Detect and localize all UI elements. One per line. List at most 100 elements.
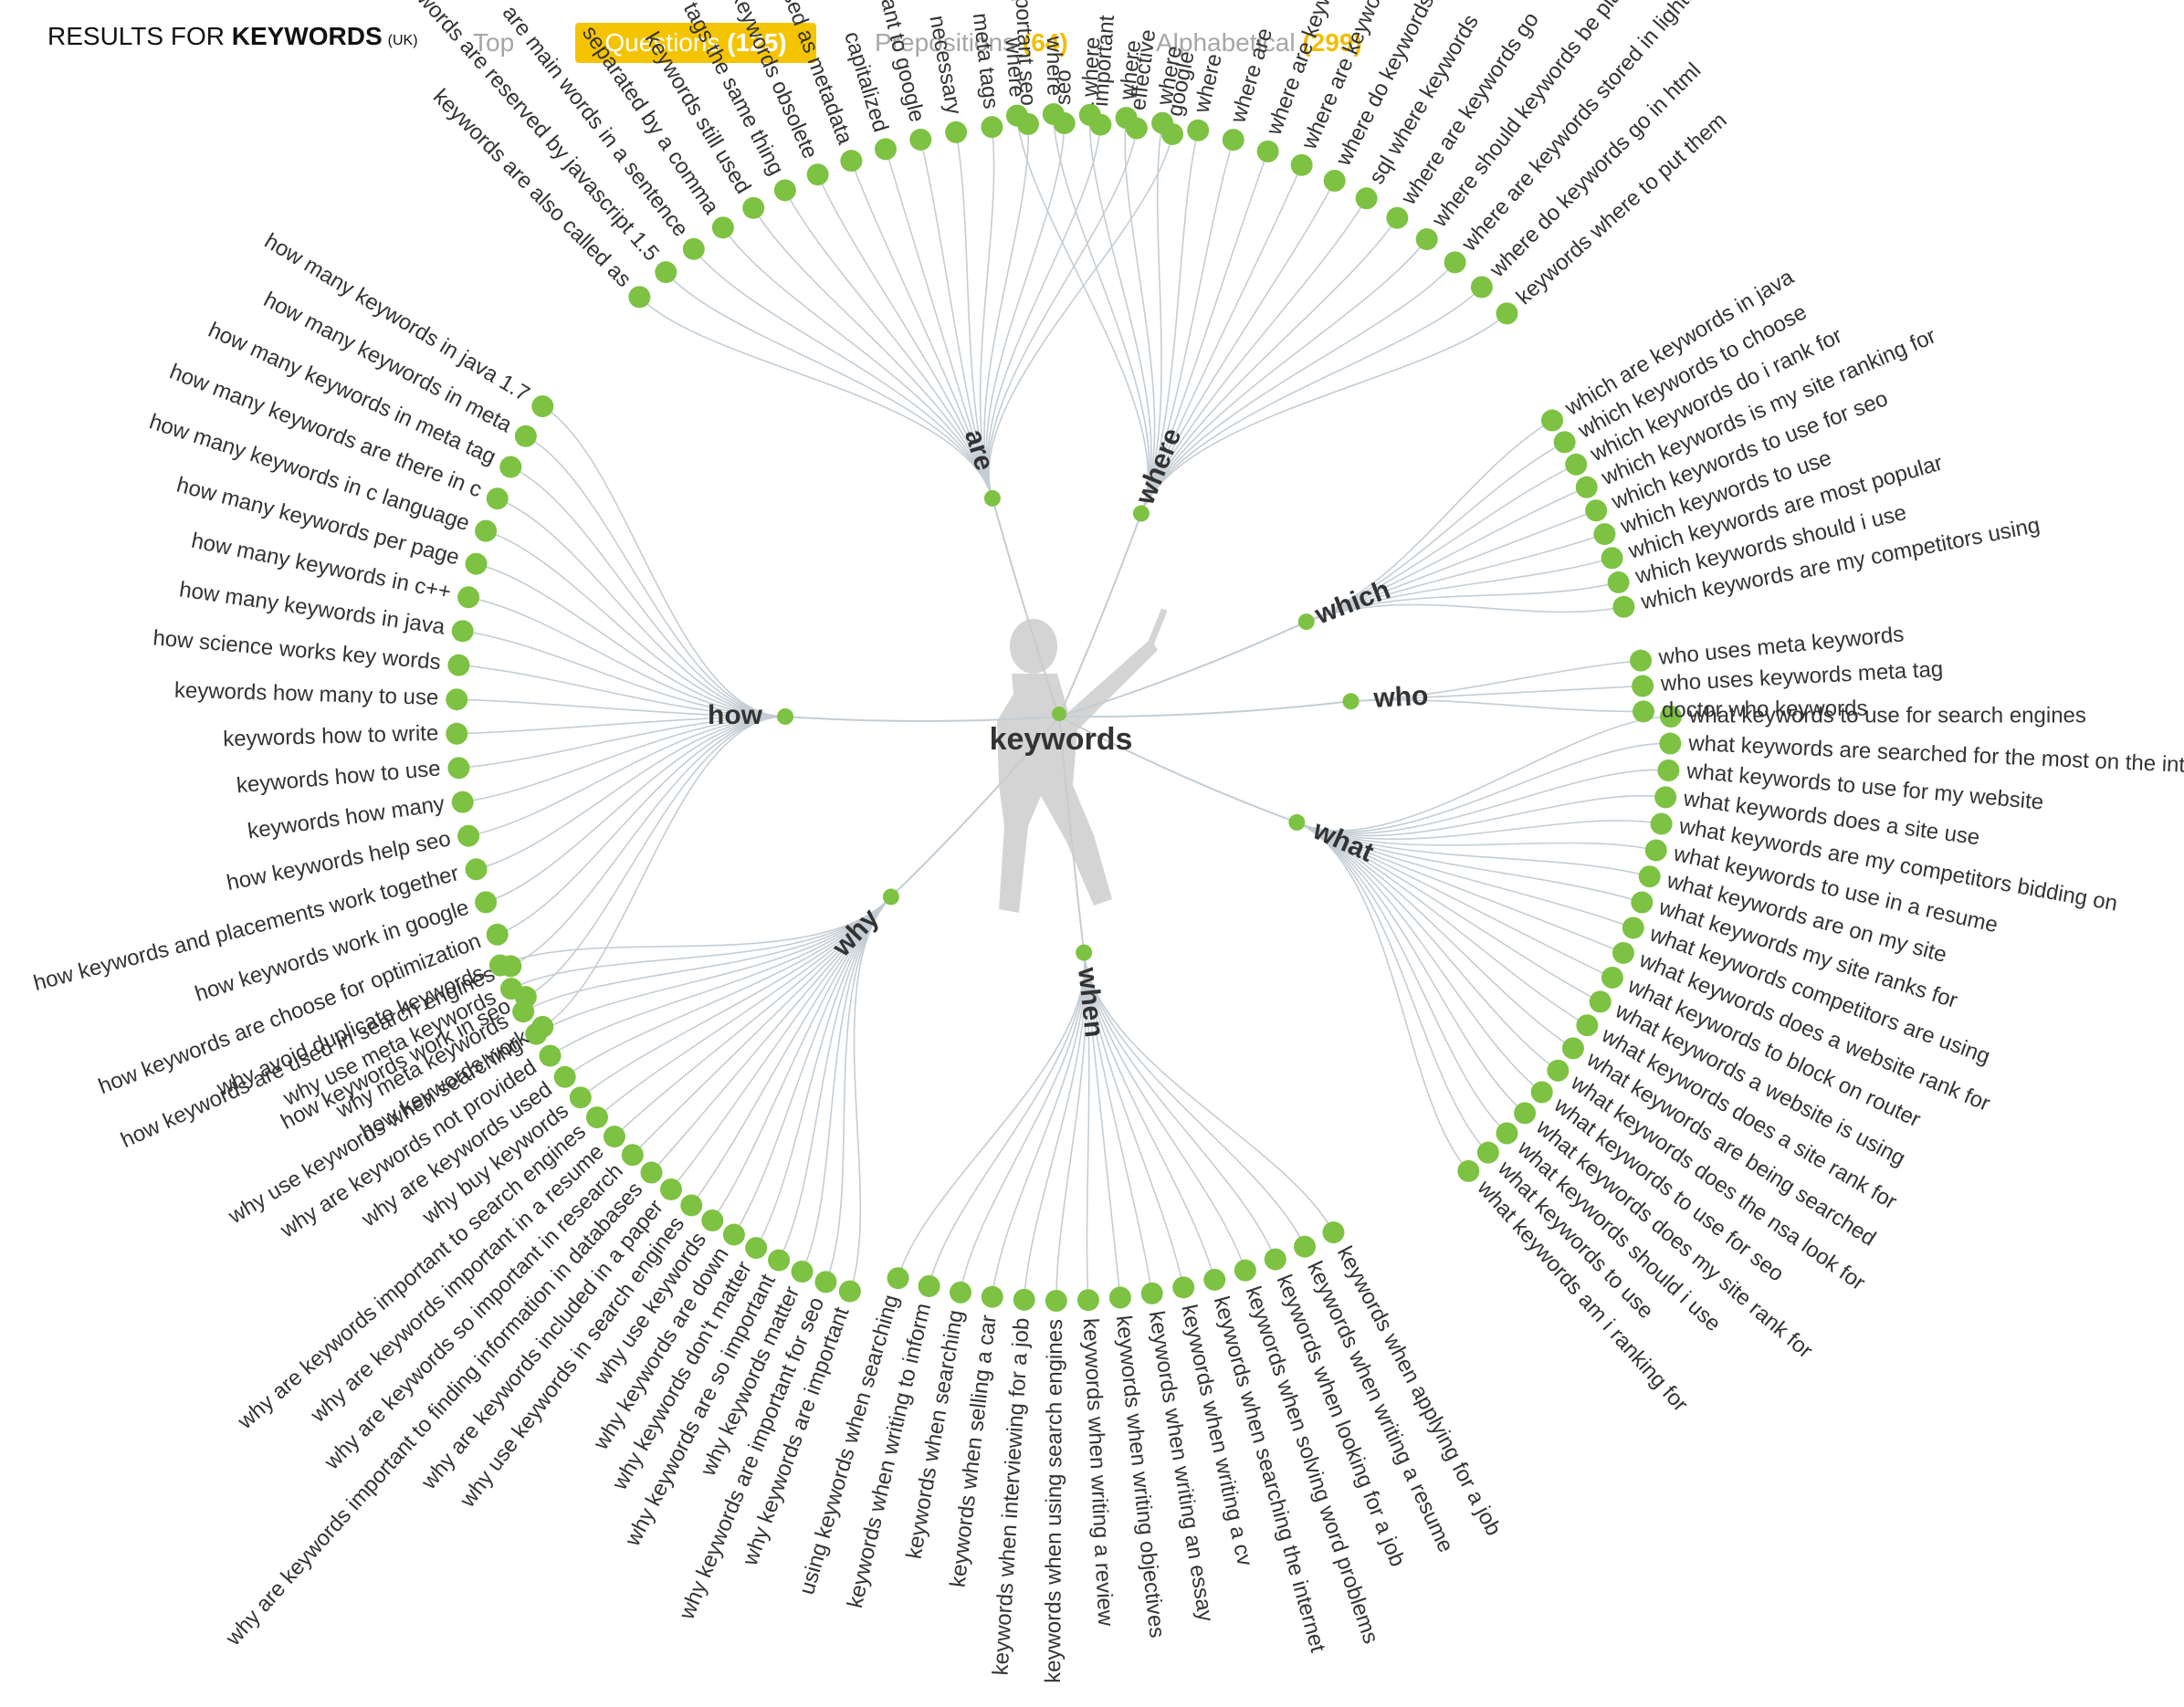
leaf-node[interactable] [1222,129,1244,152]
leaf-node[interactable] [1650,812,1673,835]
suggestion-label[interactable]: where [1042,36,1067,97]
branch-label-how[interactable]: how [708,700,763,730]
leaf-node[interactable] [1187,119,1210,141]
leaf-node[interactable] [1585,499,1608,522]
suggestion-label[interactable]: where [1001,36,1030,98]
leaf-node[interactable] [1386,206,1409,229]
leaf-node[interactable] [1561,1037,1584,1060]
leaf-node[interactable] [745,1237,768,1260]
leaf-node[interactable] [1203,1268,1226,1291]
leaf-node[interactable] [887,1267,909,1290]
suggestion-label[interactable]: keywords how to use [236,756,442,798]
leaf-node[interactable] [1622,916,1644,939]
leaf-node[interactable] [742,196,765,219]
branch-label-who[interactable]: who [1372,681,1430,714]
leaf-node[interactable] [1496,1122,1518,1145]
leaf-node[interactable] [1630,649,1653,672]
leaf-node[interactable] [1415,228,1438,251]
leaf-node[interactable] [465,858,488,881]
leaf-node[interactable] [1256,140,1279,162]
suggestion-label[interactable]: keywords when writing a review [1078,1317,1118,1627]
leaf-node[interactable] [981,1285,1003,1308]
leaf-node[interactable] [909,128,932,151]
leaf-node[interactable] [981,116,1003,139]
leaf-node[interactable] [451,620,474,643]
leaf-node[interactable] [711,216,734,239]
leaf-node[interactable] [1601,547,1623,570]
branch-node-how[interactable] [777,708,793,725]
suggestion-label[interactable]: meta tags [968,12,1003,110]
leaf-node[interactable] [1612,941,1634,964]
leaf-node[interactable] [1589,990,1612,1013]
leaf-node[interactable] [1076,1289,1099,1312]
leaf-node[interactable] [1553,431,1576,454]
leaf-node[interactable] [660,1178,683,1200]
tab-questions[interactable]: Questions (125) [575,23,816,63]
leaf-node[interactable] [486,923,509,946]
leaf-node[interactable] [1644,839,1667,862]
leaf-node[interactable] [1530,1081,1553,1104]
leaf-node[interactable] [1601,966,1623,989]
leaf-node[interactable] [1541,409,1564,432]
leaf-node[interactable] [1457,1159,1480,1182]
leaf-node[interactable] [950,1281,972,1304]
tab-alphabetical[interactable]: Alphabetical (299) [1156,23,1362,63]
leaf-node[interactable] [768,1249,791,1272]
leaf-node[interactable] [1140,1282,1163,1304]
leaf-node[interactable] [1290,153,1313,176]
leaf-node[interactable] [1547,1059,1570,1082]
leaf-node[interactable] [773,179,796,202]
leaf-node[interactable] [1108,1286,1131,1309]
leaf-node[interactable] [1632,700,1654,723]
leaf-node[interactable] [1013,1288,1035,1311]
leaf-node[interactable] [1657,759,1680,782]
leaf-node[interactable] [553,1065,576,1088]
leaf-node[interactable] [603,1126,625,1148]
leaf-node[interactable] [1514,1102,1537,1125]
leaf-node[interactable] [1576,1014,1599,1037]
leaf-node[interactable] [1660,706,1682,728]
leaf-node[interactable] [1234,1259,1256,1282]
branch-node-why[interactable] [882,888,899,906]
leaf-node[interactable] [446,688,468,711]
branch-node-what[interactable] [1288,813,1306,831]
leaf-node[interactable] [514,986,537,1009]
leaf-node[interactable] [1565,453,1588,476]
branch-node-which[interactable] [1297,613,1315,631]
leaf-node[interactable] [457,824,480,847]
leaf-node[interactable] [465,552,488,575]
leaf-node[interactable] [1078,103,1101,126]
leaf-node[interactable] [1607,571,1630,593]
leaf-node[interactable] [1470,276,1493,298]
leaf-node[interactable] [451,791,474,813]
leaf-node[interactable] [1264,1248,1286,1271]
branch-label-which[interactable]: which [1310,574,1394,631]
leaf-node[interactable] [840,150,863,173]
branch-node-when[interactable] [1076,944,1093,961]
leaf-node[interactable] [539,1044,562,1067]
leaf-node[interactable] [621,1144,644,1167]
leaf-node[interactable] [1593,523,1616,546]
leaf-node[interactable] [1294,1235,1317,1258]
leaf-node[interactable] [531,1015,554,1038]
leaf-node[interactable] [874,138,897,161]
leaf-node[interactable] [1045,1289,1067,1312]
leaf-node[interactable] [918,1274,940,1297]
leaf-node[interactable] [655,261,677,284]
leaf-node[interactable] [1172,1276,1195,1299]
leaf-node[interactable] [475,891,498,914]
leaf-node[interactable] [701,1209,724,1231]
leaf-node[interactable] [1638,865,1661,888]
tab-prepositions[interactable]: Prepositions (64) [875,23,1068,63]
suggestion-label[interactable]: doctor who keywords [1662,696,1868,723]
leaf-node[interactable] [1496,302,1518,325]
suggestion-label[interactable]: keywords when interviewing for a job [988,1317,1034,1676]
leaf-node[interactable] [531,395,554,418]
leaf-node[interactable] [457,586,480,609]
leaf-node[interactable] [499,456,522,478]
leaf-node[interactable] [1115,107,1138,130]
leaf-node[interactable] [1355,187,1378,210]
leaf-node[interactable] [1612,595,1635,618]
branch-node-who[interactable] [1342,693,1360,710]
suggestion-label[interactable]: keywords when using search engines [1041,1319,1067,1683]
